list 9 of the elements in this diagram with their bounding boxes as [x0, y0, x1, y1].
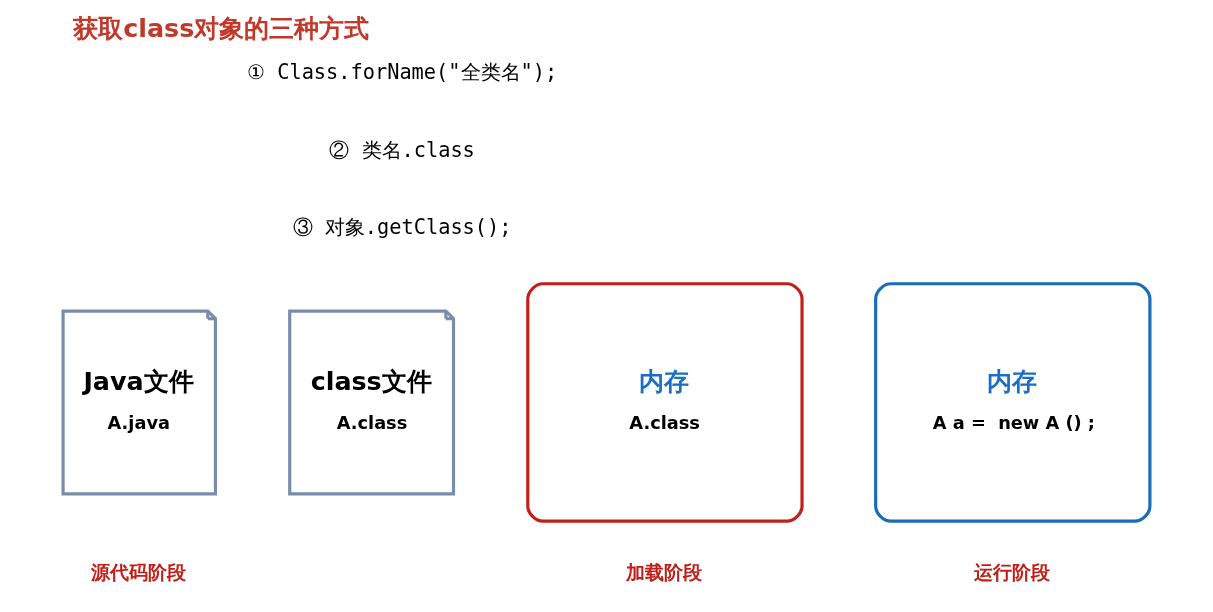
label: 运行阶段	[974, 560, 1051, 583]
label: ① Class.forName("全类名");	[246, 60, 558, 85]
label: 加载阶段	[626, 560, 703, 583]
node-box: 内存 A.class	[526, 282, 804, 523]
label: ③ 对象.getClass();	[292, 215, 512, 240]
label: ② 类名.class	[329, 137, 475, 162]
node-box: 内存 A a = new A () ;	[874, 282, 1152, 523]
label: 源代码阶段	[91, 560, 187, 583]
diagram-title: 获取class对象的三种方式	[73, 13, 370, 44]
